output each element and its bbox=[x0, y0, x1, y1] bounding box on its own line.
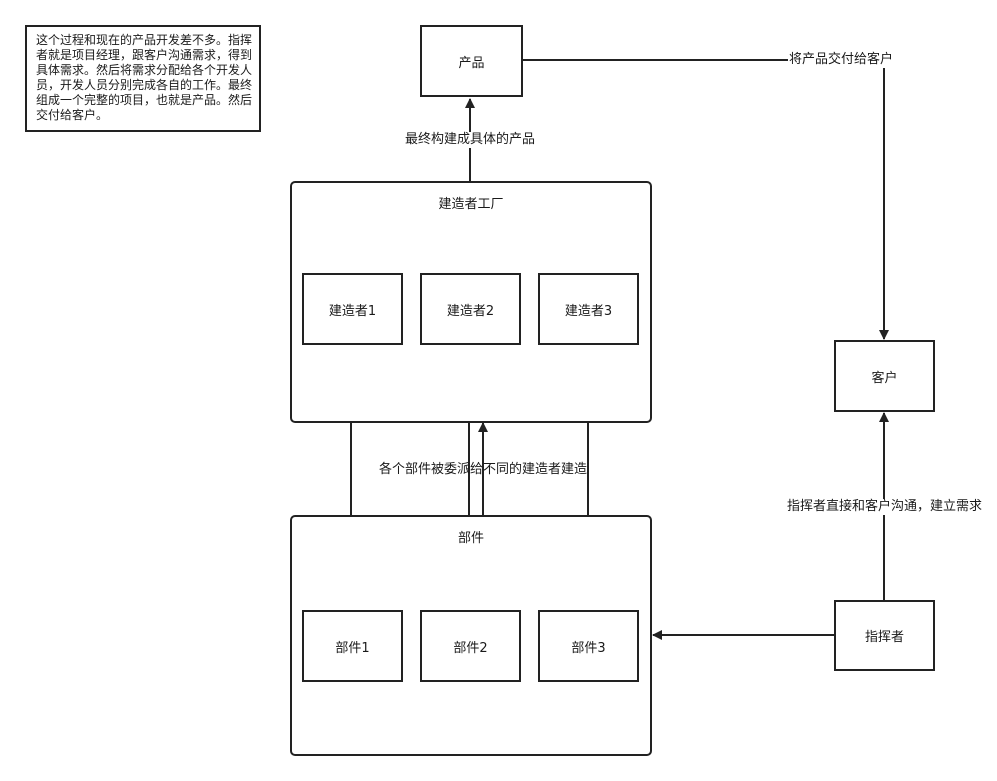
builder-factory-title: 建造者工厂 bbox=[438, 197, 504, 212]
builder-1-label: 建造者1 bbox=[328, 303, 377, 319]
description-note-text: 这个过程和现在的产品开发差不多。指挥者就是项目经理，跟客户沟通需求，得到具体需求… bbox=[36, 33, 253, 122]
part-1-label: 部件1 bbox=[335, 640, 370, 656]
customer-node[interactable]: 客户 bbox=[834, 340, 935, 412]
edge-label-product-to-customer: 将产品交付给客户 bbox=[788, 52, 895, 68]
description-note: 这个过程和现在的产品开发差不多。指挥者就是项目经理，跟客户沟通需求，得到具体需求… bbox=[25, 25, 261, 132]
part-3-node[interactable]: 部件3 bbox=[538, 610, 639, 682]
builder-1-node[interactable]: 建造者1 bbox=[302, 273, 403, 345]
product-node[interactable]: 产品 bbox=[420, 25, 523, 97]
builder-2-node[interactable]: 建造者2 bbox=[420, 273, 521, 345]
director-node[interactable]: 指挥者 bbox=[834, 600, 935, 671]
edge-label-factory-to-product: 最终构建成具体的产品 bbox=[404, 132, 537, 148]
director-node-label: 指挥者 bbox=[864, 630, 904, 645]
part-1-node[interactable]: 部件1 bbox=[302, 610, 403, 682]
builder-3-label: 建造者3 bbox=[564, 303, 613, 319]
part-2-node[interactable]: 部件2 bbox=[420, 610, 521, 682]
customer-node-label: 客户 bbox=[871, 370, 898, 386]
parts-group-title: 部件 bbox=[457, 531, 484, 546]
builder-2-label: 建造者2 bbox=[446, 303, 495, 319]
edge-label-director-to-customer: 指挥者直接和客户沟通，建立需求 bbox=[786, 499, 984, 515]
part-3-label: 部件3 bbox=[571, 640, 606, 656]
product-node-label: 产品 bbox=[458, 55, 485, 71]
edge-label-parts-to-builders: 各个部件被委派给不同的建造者建造 bbox=[379, 462, 588, 477]
builder-3-node[interactable]: 建造者3 bbox=[538, 273, 639, 345]
part-2-label: 部件2 bbox=[453, 640, 488, 656]
